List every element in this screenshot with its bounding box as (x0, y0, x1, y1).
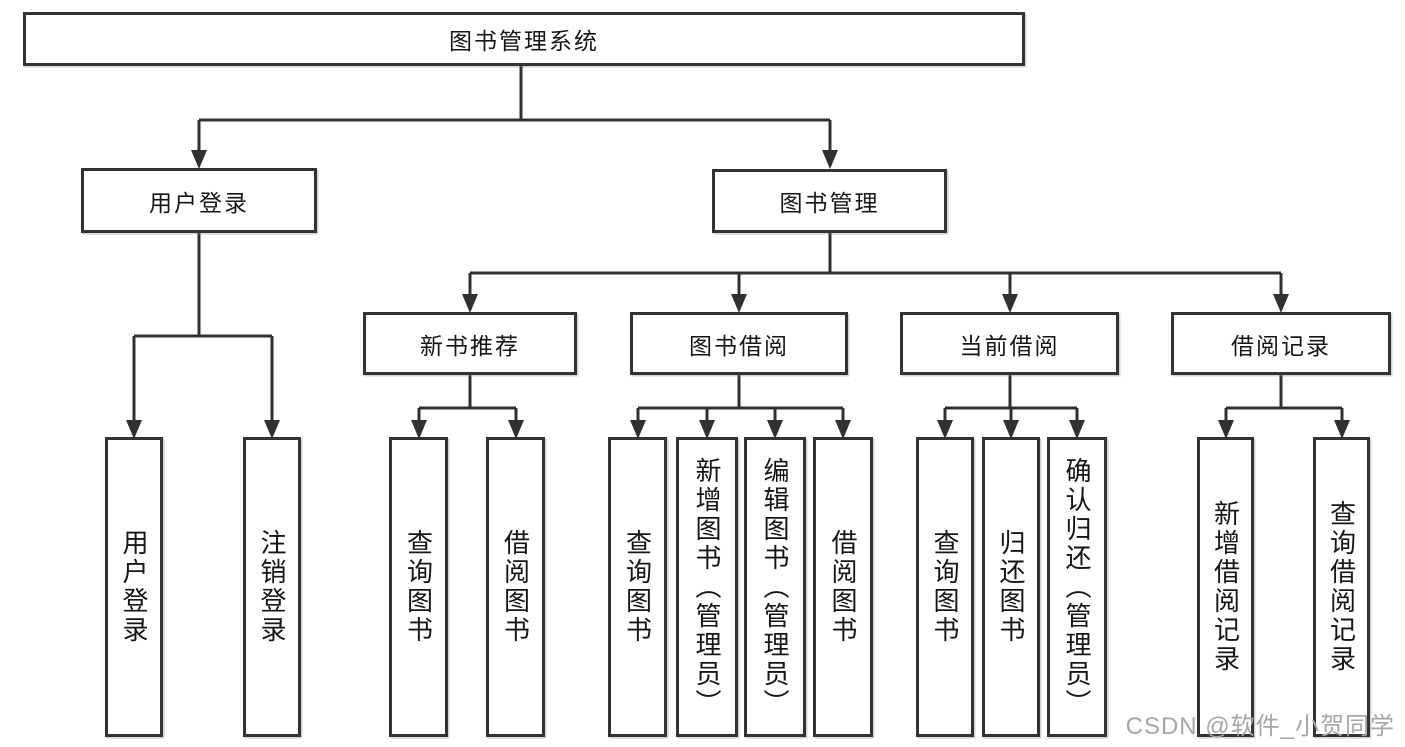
leaf-nbr-query-books: 查询图书 (389, 437, 448, 737)
node-label: 查询图书 (403, 529, 434, 645)
leaf-logout: 注销登录 (243, 437, 301, 737)
connector-book-borrow-to-leaves (636, 375, 845, 421)
node-label: 归还图书 (996, 529, 1026, 645)
connector-current-borrow-to-leaves (943, 375, 1079, 421)
node-label: 当前借阅 (959, 332, 1060, 359)
arrowheads (126, 150, 1350, 439)
node-label: 借阅图书 (500, 529, 531, 645)
csdn-watermark: CSDN @软件_小贺同学 (1125, 713, 1395, 740)
node-label: 查询图书 (622, 529, 653, 645)
connector-user-login-to-leaves (132, 232, 274, 421)
node-user-login: 用户登录 (81, 168, 317, 233)
node-book-borrow: 图书借阅 (630, 312, 848, 375)
node-borrow-records: 借阅记录 (1171, 312, 1391, 375)
node-book-management: 图书管理 (712, 169, 947, 233)
node-label: 查询借阅记录 (1326, 500, 1357, 674)
leaf-bb-borrow-books: 借阅图书 (813, 437, 873, 737)
node-label: 借阅图书 (828, 529, 858, 645)
node-new-book-recommend: 新书推荐 (363, 312, 577, 375)
node-current-borrow: 当前借阅 (900, 312, 1119, 375)
leaf-bb-edit-book-admin: 编辑图书（管理员） (744, 437, 806, 737)
node-label: 确认归还（管理员） (1062, 456, 1092, 718)
leaf-br-query-record: 查询借阅记录 (1313, 437, 1370, 737)
node-label: 新增图书（管理员） (692, 456, 722, 718)
leaf-bb-query-books: 查询图书 (608, 437, 667, 737)
node-label: 用户登录 (119, 529, 149, 645)
leaf-cb-query-books: 查询图书 (916, 437, 974, 737)
leaf-user-login: 用户登录 (105, 437, 163, 737)
node-label: 查询图书 (930, 529, 960, 645)
node-label: 图书管理 (779, 190, 880, 216)
node-label: 图书借阅 (689, 332, 789, 359)
connector-book-mgmt-to-level3 (468, 233, 1283, 296)
node-label: 借阅记录 (1231, 332, 1331, 359)
leaf-cb-confirm-return-admin: 确认归还（管理员） (1047, 437, 1107, 737)
connector-new-book-to-leaves (417, 375, 518, 421)
connector-borrow-records-to-leaves (1224, 375, 1344, 421)
leaf-cb-return-books: 归还图书 (982, 437, 1040, 737)
leaf-bb-add-book-admin: 新增图书（管理员） (676, 437, 738, 737)
connector-root-to-level2 (197, 66, 832, 152)
node-library-management-system: 图书管理系统 (23, 12, 1025, 66)
node-label: 新增借阅记录 (1210, 500, 1241, 674)
node-label: 注销登录 (257, 529, 287, 645)
leaf-br-add-record: 新增借阅记录 (1197, 437, 1254, 737)
node-label: 新书推荐 (420, 332, 520, 359)
node-label: 用户登录 (149, 189, 249, 216)
node-label: 图书管理系统 (449, 28, 599, 54)
leaf-nbr-borrow-books: 借阅图书 (486, 437, 545, 737)
node-label: 编辑图书（管理员） (760, 456, 790, 718)
